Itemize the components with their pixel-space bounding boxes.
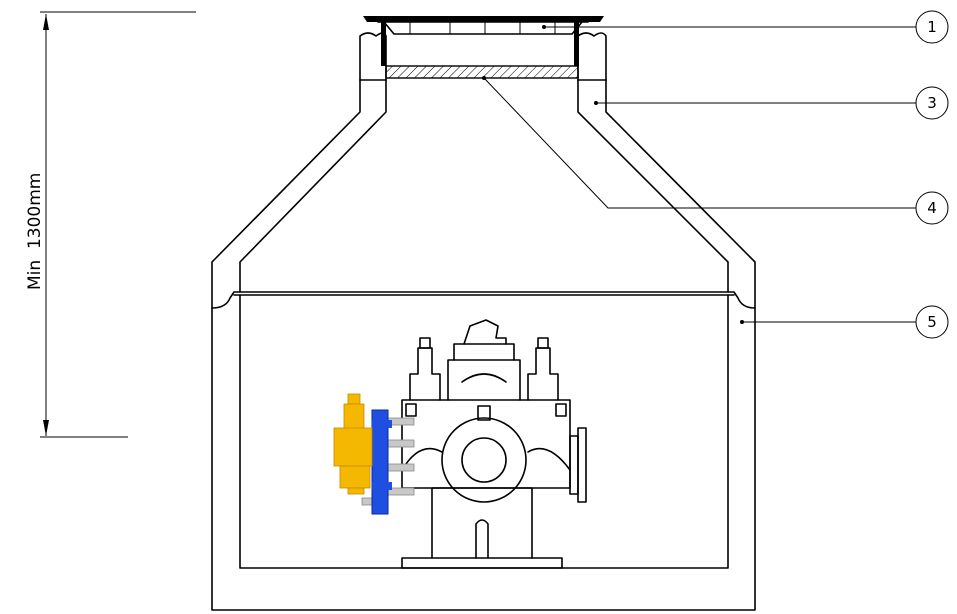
manhole-cover <box>363 16 604 66</box>
inlet-flange <box>333 393 415 515</box>
valve-assembly <box>401 319 587 569</box>
seal-layer <box>385 65 579 79</box>
dimension-label: Min 1300mm <box>25 173 45 290</box>
callout-5: 5 <box>915 305 949 339</box>
callout-1-label: 1 <box>927 18 937 36</box>
leader-lines <box>482 25 916 324</box>
callout-4: 4 <box>915 191 949 225</box>
callout-3-label: 3 <box>927 94 937 112</box>
callout-1: 1 <box>915 10 949 44</box>
chamber-body <box>211 79 756 611</box>
callout-4-label: 4 <box>927 199 937 217</box>
chamber-neck <box>359 32 607 81</box>
callout-5-label: 5 <box>927 313 937 331</box>
callout-3: 3 <box>915 86 949 120</box>
height-dimension: Min 1300mm <box>25 11 196 438</box>
